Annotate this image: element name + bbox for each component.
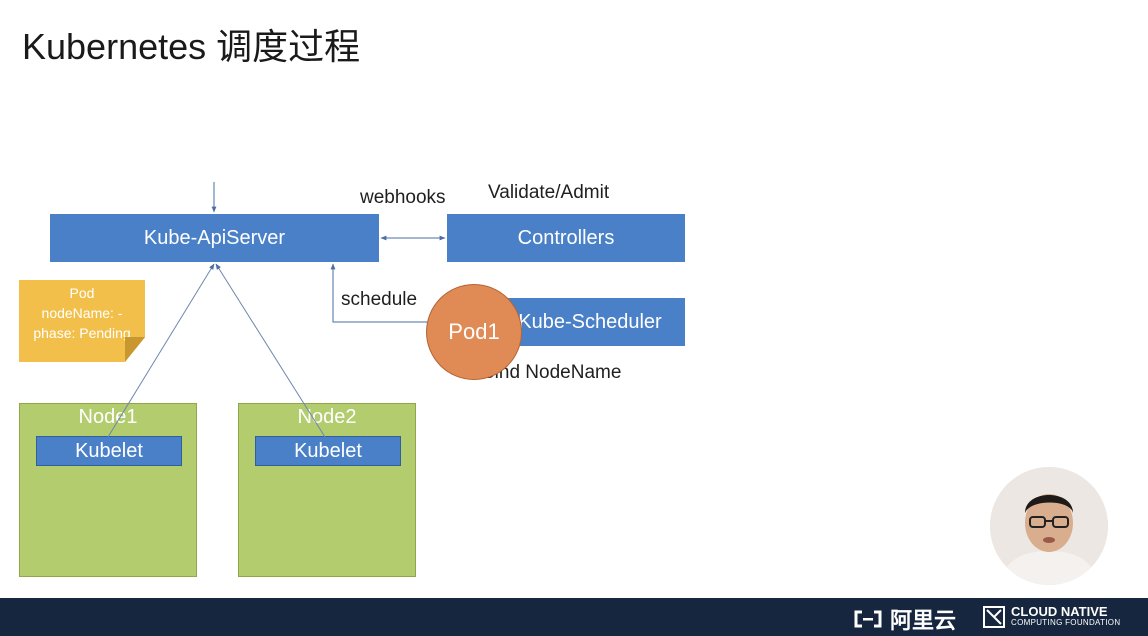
node1-label: Node1 <box>78 406 138 428</box>
validate-admit-label: Validate/Admit <box>488 182 610 203</box>
schedule-label: schedule <box>341 289 418 310</box>
pod-status-note: Pod nodeName: - phase: Pending <box>19 280 145 362</box>
node2-label: Node2 <box>297 406 357 428</box>
presenter-avatar-icon <box>990 467 1108 585</box>
pod1-circle: Pod1 <box>426 284 522 380</box>
controllers-label: Controllers <box>517 226 615 249</box>
kube-apiserver-box: Kube-ApiServer <box>50 214 379 262</box>
node1-watch-arrow <box>107 263 215 438</box>
alibaba-cloud-logo: 阿里云 <box>852 603 956 635</box>
cncf-line1: CLOUD NATIVE <box>1011 604 1108 619</box>
note-line-phase: phase: Pending <box>33 325 131 341</box>
cncf-line2: COMPUTING FOUNDATION <box>1011 618 1121 627</box>
slide-title: Kubernetes 调度过程 <box>22 26 361 67</box>
node1-kubelet: Kubelet <box>36 436 182 466</box>
footer-bar: 阿里云 CLOUD NATIVE COMPUTING FOUNDATION <box>0 598 1148 636</box>
cncf-icon <box>983 605 1005 628</box>
kube-scheduler-label: Kube-Scheduler <box>518 310 662 333</box>
node1-box: Node1 Kubelet <box>19 403 197 577</box>
schedule-arrow <box>330 263 446 323</box>
cncf-logo: CLOUD NATIVE COMPUTING FOUNDATION <box>983 605 1120 628</box>
pod1-label: Pod1 <box>448 319 500 344</box>
node2-watch-arrow <box>215 263 326 438</box>
kube-apiserver-label: Kube-ApiServer <box>143 226 286 249</box>
bind-nodename-label: Bind NodeName <box>482 362 622 383</box>
alibaba-cloud-text: 阿里云 <box>890 608 957 633</box>
webhooks-label: webhooks <box>360 187 446 208</box>
presenter-video <box>990 467 1108 585</box>
node2-kubelet-label: Kubelet <box>294 439 362 462</box>
note-line-pod: Pod <box>69 285 95 301</box>
node2-box: Node2 Kubelet <box>238 403 416 577</box>
node1-kubelet-label: Kubelet <box>75 439 143 462</box>
alibaba-cloud-icon <box>854 610 882 628</box>
node2-kubelet: Kubelet <box>255 436 401 466</box>
note-line-nodename: nodeName: - <box>41 305 123 321</box>
controllers-box: Controllers <box>447 214 685 262</box>
